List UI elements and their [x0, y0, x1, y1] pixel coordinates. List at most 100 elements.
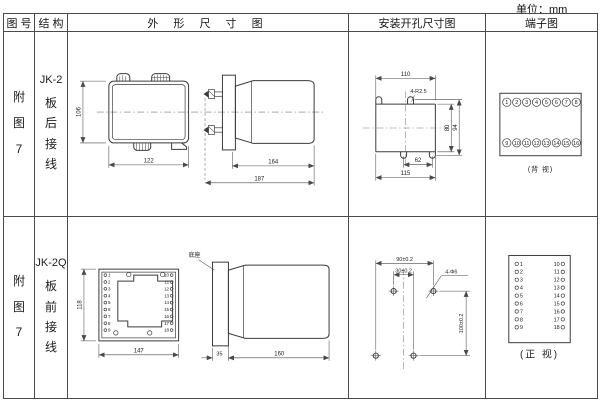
terminal-pin: 13 — [554, 286, 565, 292]
dim-case-depth-label: 160 — [274, 351, 285, 357]
front-view-base: 1 2 3 4 5 — [98, 268, 180, 342]
svg-text:11: 11 — [164, 280, 169, 285]
terminal-pin: 14 — [551, 137, 561, 147]
terminal-pin: 2 — [512, 97, 522, 107]
svg-text:6: 6 — [108, 307, 111, 312]
view-caption: (正 视) — [520, 348, 559, 361]
svg-text:15: 15 — [563, 140, 569, 146]
svg-text:18: 18 — [164, 328, 169, 333]
dim-inner-height-label: 80 — [445, 123, 451, 130]
figure-no-label: 附图7 — [12, 273, 25, 340]
svg-text:7: 7 — [520, 309, 523, 315]
svg-text:14: 14 — [554, 293, 560, 299]
terminal-pin: 3 — [103, 286, 111, 291]
dim-height-label: 118 — [77, 300, 83, 310]
header-install: 安装开孔尺寸图 — [349, 14, 486, 32]
cell-figure-no-jk2: 附图7 — [4, 32, 35, 217]
terminal-pin: 10 — [164, 273, 174, 278]
terminal-pin: 12 — [554, 278, 565, 284]
terminal-pin: 6 — [103, 307, 111, 312]
dimension-lines — [375, 74, 463, 181]
svg-text:4: 4 — [108, 293, 111, 298]
dim-top-width-label: 110 — [401, 71, 411, 77]
front-terminals-left: 1 2 3 4 5 — [103, 273, 111, 333]
dimension-lines — [79, 80, 315, 186]
svg-text:18: 18 — [554, 325, 560, 331]
svg-text:15: 15 — [164, 307, 169, 312]
dim-total-depth-label: 187 — [254, 176, 265, 182]
terminal-pin: 4 — [532, 97, 542, 107]
svg-text:5: 5 — [108, 300, 111, 305]
terminal-pin: 3 — [522, 97, 532, 107]
terminal-pin: 11 — [554, 270, 565, 276]
terminal-pin: 13 — [164, 293, 174, 298]
terminal-pin: 8 — [571, 97, 581, 107]
terminal-pin: 2 — [103, 280, 111, 285]
front-view — [108, 72, 190, 151]
terminal-pin: 8 — [103, 321, 111, 326]
terminal-pin: 17 — [164, 321, 174, 326]
terminal-pin: 12 — [532, 137, 542, 147]
svg-text:10: 10 — [514, 140, 520, 146]
svg-text:6: 6 — [555, 100, 558, 106]
outline-drawing-jk2: 106 122 164 187 — [76, 72, 325, 186]
dim-outer-height-label: 94 — [453, 123, 459, 130]
wiring-label: 板前接线 — [44, 279, 57, 355]
dim-width-label: 147 — [134, 348, 145, 354]
dim-inner-width-label: 30±0.2 — [395, 268, 412, 274]
svg-text:13: 13 — [554, 286, 560, 292]
svg-text:5: 5 — [520, 293, 523, 299]
svg-text:10: 10 — [164, 273, 169, 278]
terminal-pin: 17 — [554, 317, 565, 323]
svg-text:4: 4 — [535, 100, 538, 106]
view-caption: (背 视) — [528, 164, 553, 173]
svg-text:8: 8 — [575, 100, 578, 106]
terminal-pin: 15 — [561, 137, 571, 147]
terminal-pin: 11 — [164, 280, 174, 285]
svg-text:2: 2 — [520, 270, 523, 276]
dim-height-label: 100±0.2 — [459, 314, 465, 334]
svg-text:9: 9 — [520, 325, 523, 331]
model-label: JK-2Q — [35, 257, 67, 270]
svg-text:10: 10 — [554, 262, 560, 268]
terminal-pin: 15 — [164, 307, 174, 312]
dim-height-label: 106 — [76, 106, 82, 117]
terminal-pin: 16 — [164, 314, 174, 319]
svg-text:12: 12 — [534, 140, 540, 146]
cell-structure-jk2: JK-2 板后接线 — [35, 32, 68, 217]
cell-terminal-jk2: 1 2 3 4 5 6 — [486, 32, 597, 217]
terminal-column-right: 10 11 12 13 14 15 — [554, 262, 565, 331]
svg-text:6: 6 — [520, 301, 523, 307]
terminal-diagram-jk2: 1 2 3 4 5 6 — [499, 92, 582, 173]
svg-text:4: 4 — [520, 286, 523, 292]
svg-text:7: 7 — [108, 314, 111, 319]
svg-text:3: 3 — [520, 278, 523, 284]
figure-no-label: 附图7 — [12, 90, 25, 156]
svg-text:15: 15 — [554, 301, 560, 307]
holes-note-label: 4-Φ6 — [445, 270, 457, 276]
svg-text:16: 16 — [164, 314, 169, 319]
svg-text:13: 13 — [543, 140, 549, 146]
terminal-pin: 14 — [554, 293, 565, 299]
terminal-pin: 14 — [164, 300, 174, 305]
svg-text:9: 9 — [108, 328, 111, 333]
terminal-pin: 4 — [514, 286, 523, 292]
mounting-holes — [370, 286, 439, 361]
terminal-pin: 5 — [541, 97, 551, 107]
terminal-pin: 2 — [514, 270, 523, 276]
cell-install-jk2: 110 4-R2.5 80 94 62 115 — [349, 32, 486, 217]
svg-text:2: 2 — [108, 280, 111, 285]
svg-text:16: 16 — [573, 140, 579, 146]
terminal-pin: 16 — [554, 309, 565, 315]
terminal-column-left: 1 2 3 4 5 6 — [514, 262, 523, 331]
svg-text:11: 11 — [554, 270, 560, 276]
cell-figure-no-jk2q: 附图7 — [4, 217, 35, 398]
svg-text:12: 12 — [554, 278, 560, 284]
terminal-row-top: 1 2 3 4 5 6 — [502, 97, 581, 107]
cell-outline-jk2: 106 122 164 187 — [68, 32, 349, 217]
svg-text:8: 8 — [520, 317, 523, 323]
svg-text:7: 7 — [565, 100, 568, 106]
terminal-diagram-jk2q: 1 2 3 4 5 6 — [508, 254, 571, 361]
terminal-pin: 9 — [514, 325, 523, 331]
